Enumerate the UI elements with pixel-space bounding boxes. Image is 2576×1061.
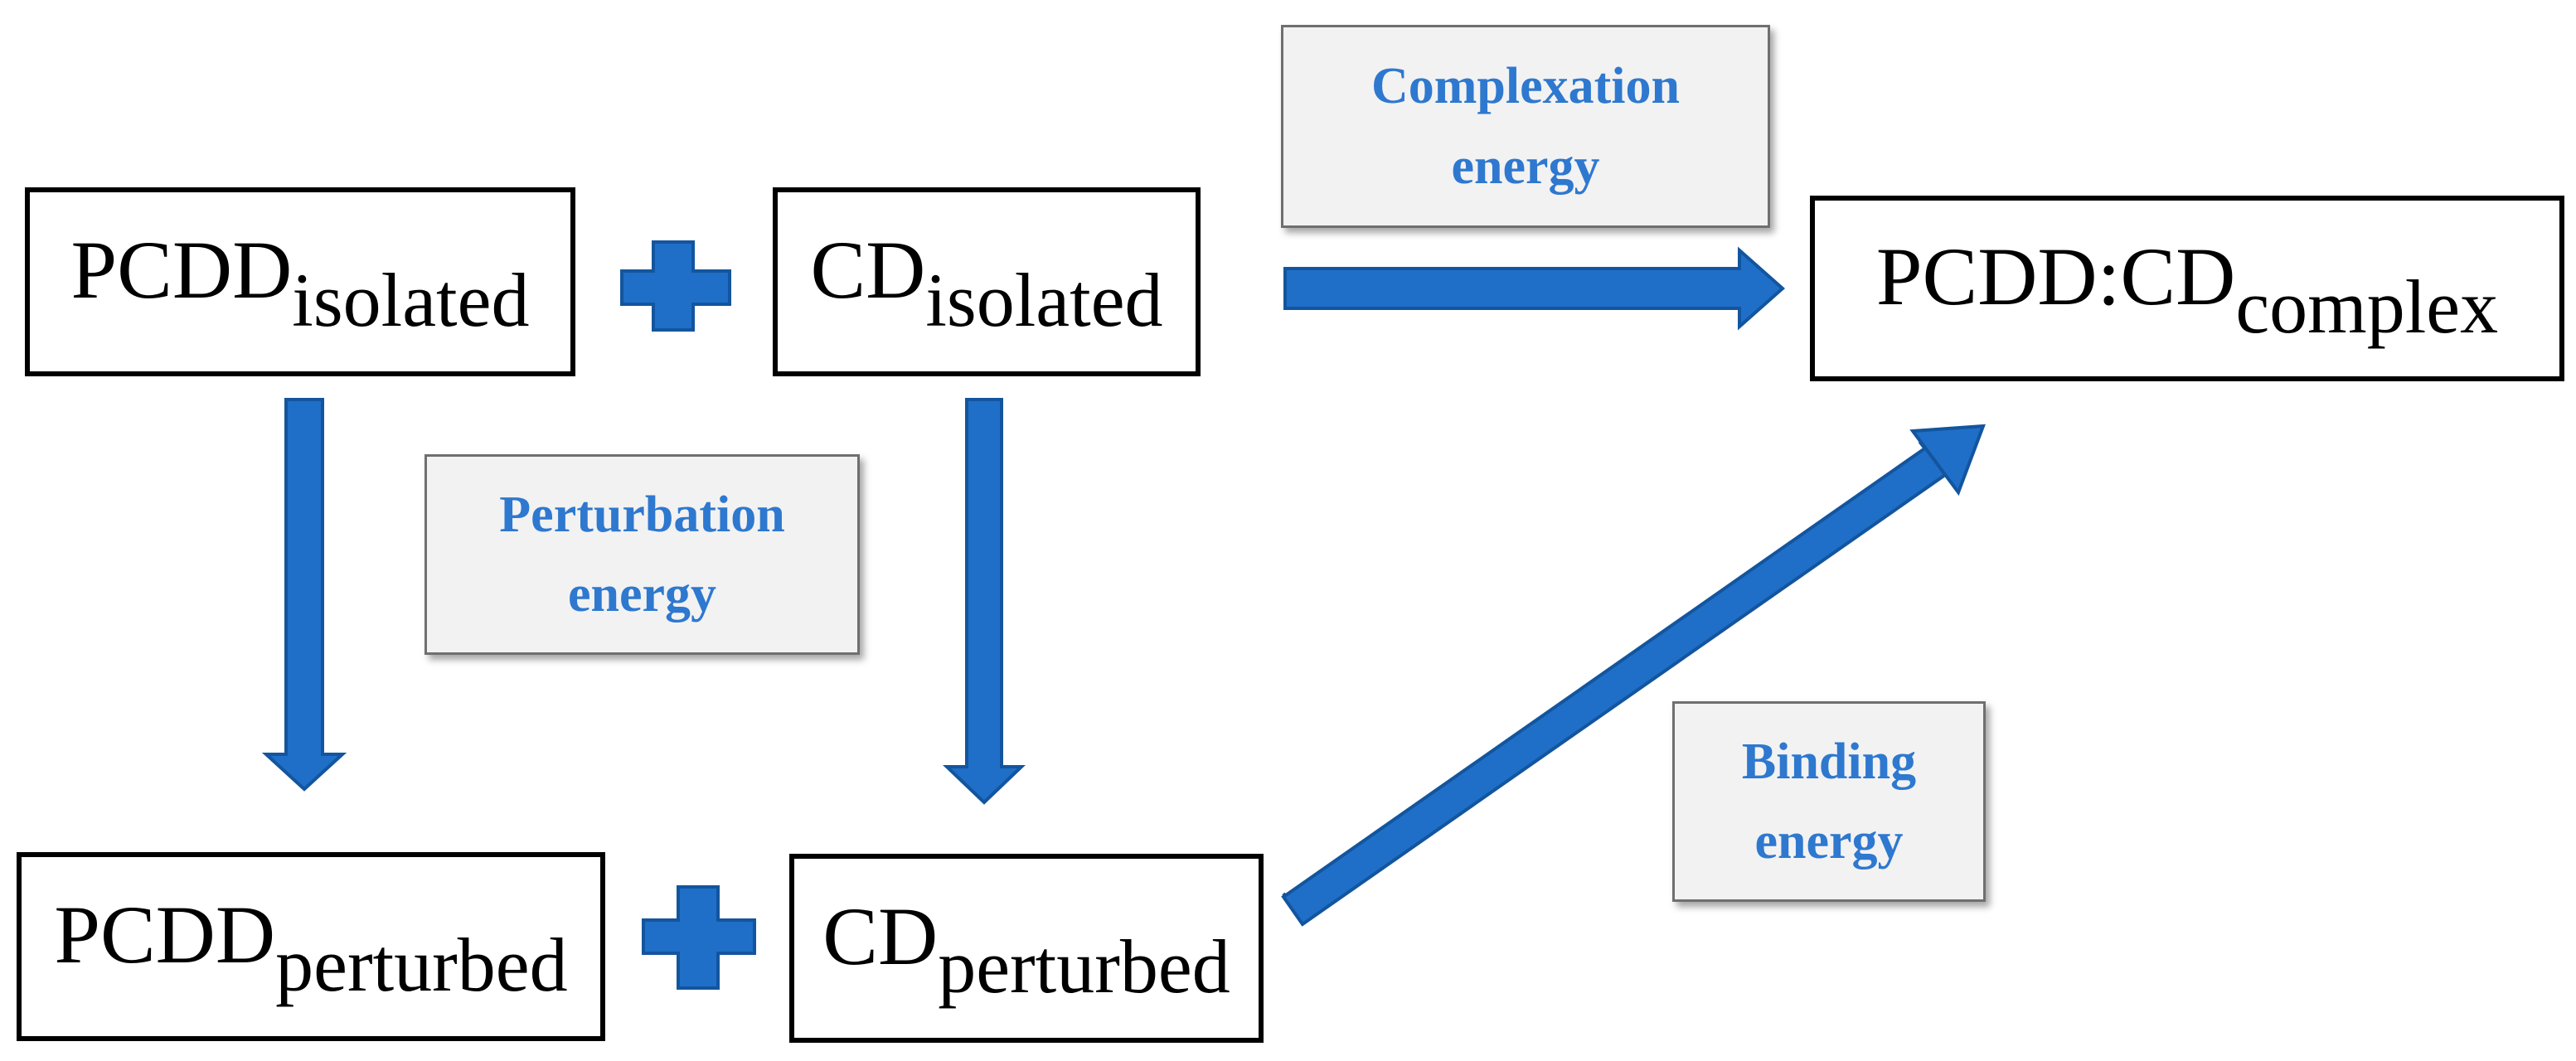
complexation-arrow <box>1283 246 1786 331</box>
cd-isolated-subscript: isolated <box>925 258 1163 342</box>
pcdd-isolated-subscript: isolated <box>292 258 530 342</box>
complexation-energy-box: Complexation energy <box>1281 25 1770 228</box>
cd-perturbed-label: CD <box>822 890 939 982</box>
binding-energy-line1: Binding <box>1741 733 1917 790</box>
complexation-energy-line2: energy <box>1451 138 1600 195</box>
plus-icon-bottom <box>642 885 756 990</box>
binding-arrow-head <box>1909 424 1986 497</box>
binding-energy-line2: energy <box>1754 813 1904 870</box>
pcdd-perturbed-label: PCDD <box>54 889 276 981</box>
cd-isolated-label: CD <box>810 224 926 316</box>
cd-perturbed-subscript: perturbed <box>938 924 1230 1009</box>
plus-icon-top <box>620 240 731 332</box>
complexation-energy-line1: Complexation <box>1371 58 1680 115</box>
perturbation-energy-box: Perturbation energy <box>424 454 860 655</box>
cd-perturbation-arrow <box>943 398 1026 805</box>
perturbation-energy-line1: Perturbation <box>499 486 785 543</box>
pcdd-isolated-label: PCDD <box>70 224 293 316</box>
complex-label: PCDD:CD <box>1875 230 2236 322</box>
binding-energy-box: Binding energy <box>1672 701 1986 902</box>
perturbation-energy-line2: energy <box>567 566 717 623</box>
pcdd-perturbation-arrow <box>261 398 347 792</box>
pcdd-perturbed-subscript: perturbed <box>275 923 568 1007</box>
complex-subscript: complex <box>2235 264 2499 349</box>
